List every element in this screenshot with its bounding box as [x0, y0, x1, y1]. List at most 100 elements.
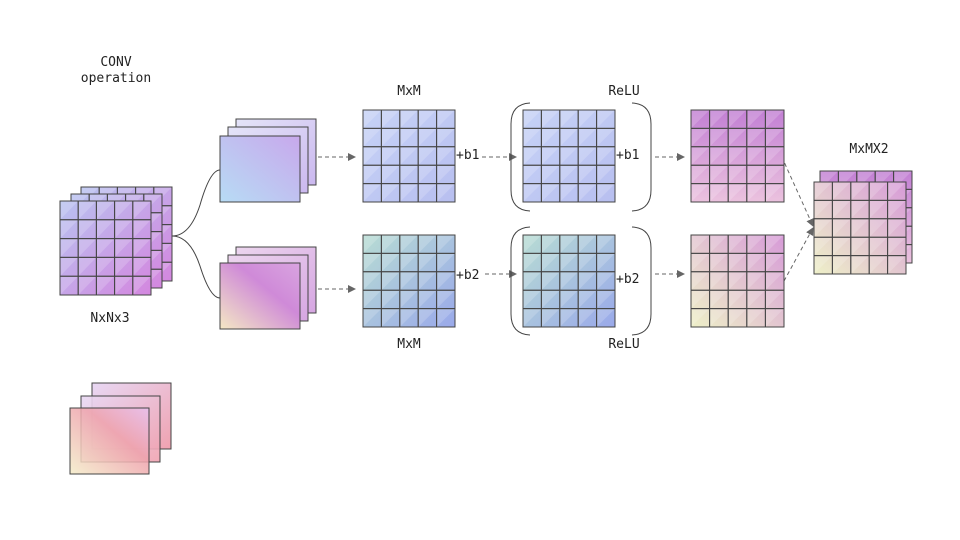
mxm-bottom-cell-shade — [418, 271, 437, 291]
activation-bottom-cell-shade — [691, 290, 710, 309]
mxm-top-cell-shade — [418, 183, 437, 202]
relu-bottom-cell-shade — [578, 308, 597, 327]
relu-top-bracket-left — [510, 102, 531, 212]
mxm-top-cell-shade — [418, 128, 437, 147]
activation-bottom-cell-shade — [728, 235, 747, 254]
mxm-top-cell-shade — [363, 128, 382, 147]
mxm-bottom-cell-shade — [381, 271, 400, 291]
relu-bottom-cell-shade — [523, 290, 542, 309]
mxm-top-cell-shade — [399, 110, 419, 129]
activation-top-cell-shade — [765, 183, 784, 202]
activation-top-cell-shade — [728, 146, 747, 166]
activation-bottom-cell-shade — [746, 290, 766, 309]
input-layer-1-cell-shade — [114, 219, 133, 239]
input-volume — [59, 186, 173, 296]
input-layer-1-cell-shade — [96, 219, 115, 239]
activation-top-cell-shade — [691, 165, 710, 184]
relu-top-cell-shade — [559, 165, 579, 184]
relu-bottom-cell-shade — [596, 235, 615, 254]
mxm-top-cell-shade — [381, 128, 400, 147]
input-layer-1-cell-shade — [114, 238, 133, 258]
activation-top-cell-shade — [709, 183, 729, 202]
output-layer-1-cell-shade — [814, 200, 833, 219]
mxm-bottom-cell-shade — [436, 235, 455, 254]
diagram-title-line1: CONV — [100, 55, 131, 70]
input-layer-1-cell-shade — [78, 257, 97, 277]
output-volume — [813, 170, 913, 275]
input-layer-2-cell-shade — [143, 194, 162, 213]
mxm-bottom-cell-shade — [436, 271, 455, 291]
mxm-top-frame — [362, 109, 456, 203]
mxm-top-cell-shade — [418, 146, 437, 166]
mxm-top-cell-shade — [436, 146, 455, 166]
input-layer-1-cell-shade — [78, 201, 97, 220]
relu-bottom-cell-shade — [559, 308, 579, 327]
relu-top-cell-shade — [596, 165, 615, 184]
mxm-top-label: MxM — [397, 84, 421, 99]
mxm-bottom-label: MxM — [397, 337, 421, 352]
activation-top-cell-shade — [728, 183, 747, 202]
activation-top-cell-shade — [746, 183, 766, 202]
mxm-top-cell-shade — [436, 165, 455, 184]
mxm-bottom-cell-shade — [399, 308, 419, 327]
activation-bottom-cell-shade — [765, 308, 784, 327]
relu-top-cell-shade — [559, 183, 579, 202]
relu-bottom-cell-shade — [578, 290, 597, 309]
output-layer-1-cell-shade — [814, 218, 833, 238]
output-layer-1-frame — [813, 181, 907, 275]
relu-top-cell-shade — [541, 165, 560, 184]
activation-bottom-cell-shade — [691, 271, 710, 291]
input-layer-1-cell-shade — [114, 276, 133, 295]
output-layer-1-cell-shade — [887, 218, 906, 238]
relu-bottom-cell-shade — [541, 308, 560, 327]
branch-connector-top — [171, 169, 221, 237]
output-layer-1-cell-shade — [850, 200, 870, 219]
mxm-top-cell-shade — [436, 110, 455, 129]
relu-bottom-cell-shade — [578, 253, 597, 272]
mxm-top-cell-shade — [399, 165, 419, 184]
activation-bottom-cell-shade — [728, 253, 747, 272]
output-layer-1-cell-shade — [832, 237, 851, 256]
relu-top-cell-shade — [523, 165, 542, 184]
relu-bottom-bracket-left — [510, 226, 531, 336]
activation-top-cell-shade — [691, 128, 710, 147]
input-layer-3-cell-shade — [135, 187, 154, 206]
relu-top-cell-shade — [559, 128, 579, 147]
relu-bottom-cell-shade — [541, 253, 560, 272]
mxm-bottom-cell-shade — [399, 235, 419, 254]
output-layer-1-cell-shade — [832, 182, 851, 201]
mxm-bottom-cell-shade — [436, 290, 455, 309]
bias-top-2: +b1 — [616, 148, 639, 163]
activation-bottom-cell-shade — [709, 271, 729, 291]
relu-bottom-cell-shade — [578, 271, 597, 291]
relu-top-cell-shade — [523, 110, 542, 129]
relu-top-cell-shade — [578, 110, 597, 129]
relu-top-cell-shade — [578, 165, 597, 184]
input-layer-1-cell-shade — [60, 257, 79, 277]
mxm-bottom-cell-shade — [418, 253, 437, 272]
activation-bottom-cell-shade — [709, 253, 729, 272]
relu-bottom-cell-shade — [559, 235, 579, 254]
relu-top-cell-shade — [578, 146, 597, 166]
activation-bottom-cell-shade — [728, 271, 747, 291]
activation-bottom-cell-shade — [746, 253, 766, 272]
input-layer-1-cell-shade — [96, 201, 115, 220]
mxm-bottom-cell-shade — [418, 235, 437, 254]
branch-connector-bottom — [171, 235, 221, 299]
mxm-top-cell-shade — [381, 183, 400, 202]
input-layer-1-cell-shade — [78, 276, 97, 295]
activation-bottom-cell-shade — [709, 235, 729, 254]
relu-top-frame — [522, 109, 616, 203]
relu-top-cell-shade — [541, 183, 560, 202]
activation-bottom-cell-shade — [728, 290, 747, 309]
relu-top-cell-shade — [559, 146, 579, 166]
mxm-bottom-cell-shade — [381, 253, 400, 272]
activation-top-cell-shade — [709, 165, 729, 184]
mxm-top-cell-shade — [363, 183, 382, 202]
output-layer-1-cell-shade — [814, 255, 833, 274]
mxm-bottom-cell-shade — [436, 308, 455, 327]
input-layer-1-cell-shade — [78, 219, 97, 239]
activation-top-cell-shade — [746, 128, 766, 147]
relu-top-cell-shade — [596, 183, 615, 202]
input-layer-1-cell-shade — [114, 201, 133, 220]
